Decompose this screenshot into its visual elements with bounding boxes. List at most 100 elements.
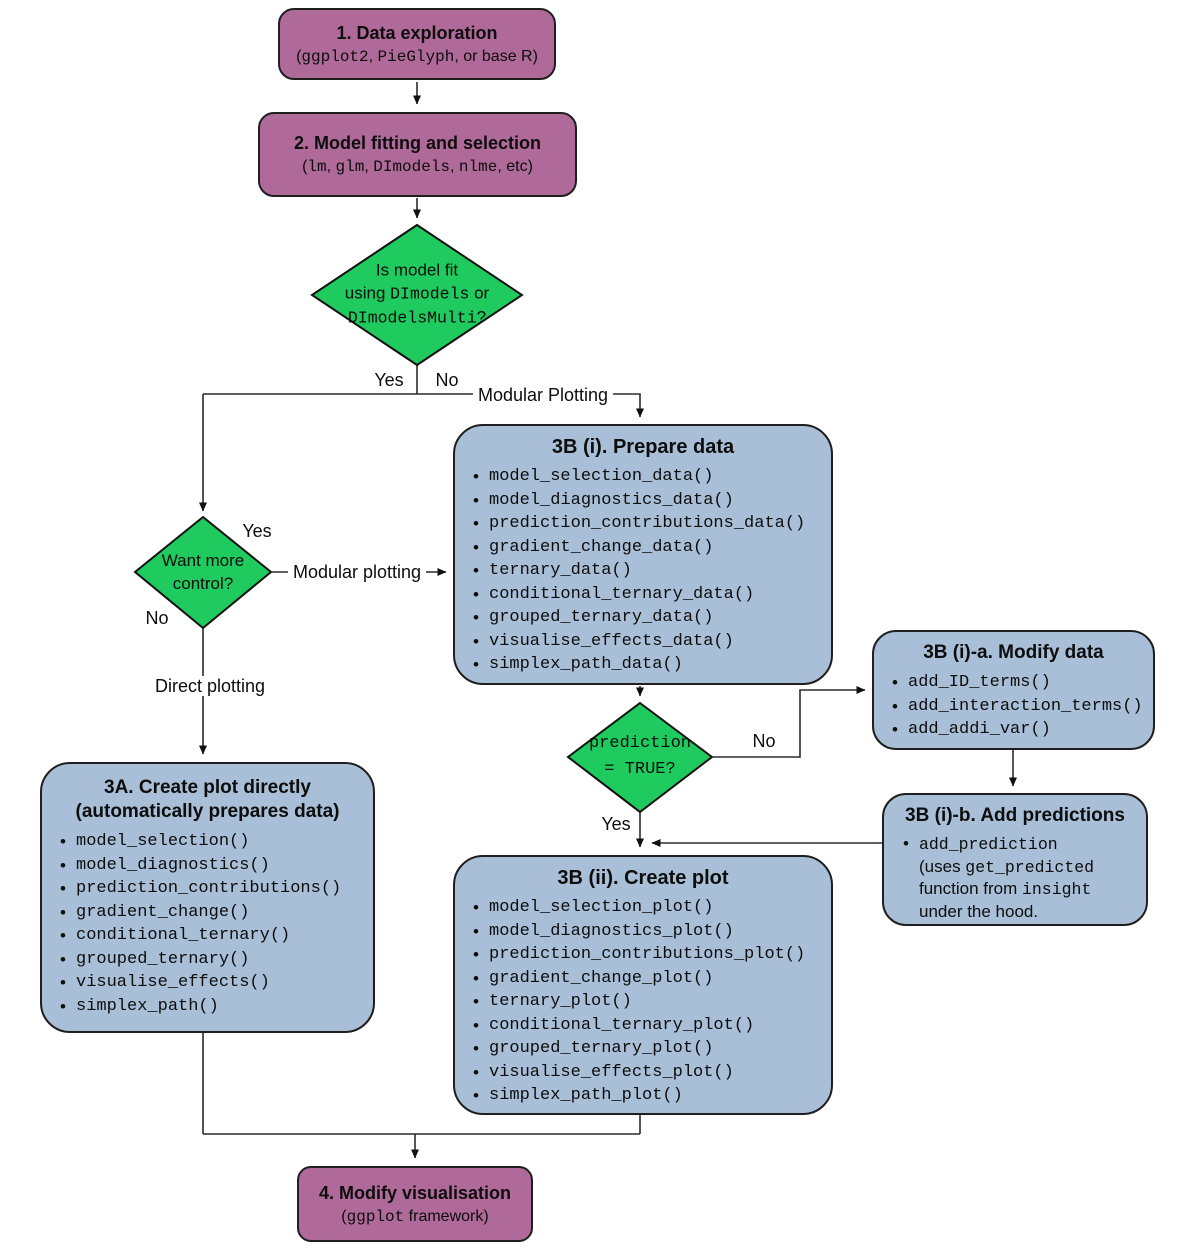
- edge-label-yes-top: Yes: [374, 370, 404, 390]
- function-list-item: model_diagnostics_plot(): [473, 920, 831, 944]
- edge-label-no-top: No: [435, 370, 459, 390]
- step4-title: 4. Modify visualisation: [318, 1182, 512, 1203]
- text-segment: ,: [450, 158, 459, 175]
- decision-prediction-shape: [566, 701, 714, 814]
- step2-box: 2. Model fitting and selection (lm, glm,…: [258, 112, 577, 197]
- function-list-item: prediction_contributions(): [60, 877, 373, 901]
- edge-label-no-prediction: No: [752, 731, 776, 751]
- function-list-item: prediction_contributions_plot(): [473, 943, 831, 967]
- function-list-item: add_addi_var(): [892, 718, 1153, 742]
- text-segment: ,: [368, 47, 378, 65]
- step1-subtitle: (ggplot2, PieGlyph, or base R): [296, 47, 538, 67]
- function-list-item: model_selection_plot(): [473, 896, 831, 920]
- function-list-item: conditional_ternary_plot(): [473, 1014, 831, 1038]
- code-segment: DImodelsMulti: [347, 308, 477, 328]
- step4-box: 4. Modify visualisation (ggplot framewor…: [297, 1166, 533, 1242]
- text-segment: (: [302, 158, 308, 175]
- text-line: function from insight: [905, 878, 1146, 901]
- code-segment: lm: [307, 158, 327, 176]
- code-segment: DImodels: [373, 158, 451, 176]
- decision-control-shape: [133, 515, 273, 630]
- step3b-ii-box: 3B (ii). Create plot model_selection_plo…: [453, 855, 833, 1115]
- function-list-item: model_selection(): [60, 830, 373, 854]
- function-list-item: visualise_effects_data(): [473, 630, 831, 654]
- function-list-item: model_selection_data(): [473, 465, 831, 489]
- function-list-item: add_prediction: [903, 833, 1146, 856]
- code-segment: insight: [1022, 880, 1092, 899]
- text-segment: or: [469, 283, 490, 303]
- text-segment: ?: [476, 307, 487, 327]
- function-list-item: model_diagnostics(): [60, 854, 373, 878]
- code-segment: add_prediction: [919, 835, 1058, 854]
- function-list-item: grouped_ternary(): [60, 948, 373, 972]
- step2-subtitle: (lm, glm, DImodels, nlme, etc): [302, 157, 533, 177]
- function-list-item: gradient_change(): [60, 901, 373, 925]
- step3b-i-function-list: model_selection_data()model_diagnostics_…: [473, 465, 831, 677]
- function-list-item: visualise_effects(): [60, 971, 373, 995]
- step3b-ii-title: 3B (ii). Create plot: [557, 867, 729, 889]
- function-list-item: simplex_path_plot(): [473, 1084, 831, 1108]
- code-segment: glm: [335, 158, 365, 176]
- step2-title: 2. Model fitting and selection: [293, 133, 542, 153]
- edge-label-yes-prediction: Yes: [601, 814, 631, 834]
- decision-line: Want more: [161, 551, 245, 570]
- decision-dimodels-shape: [310, 223, 524, 367]
- text-segment: ,: [364, 158, 374, 175]
- edge-label-yes-mid: Yes: [242, 521, 272, 541]
- function-list-item: simplex_path_data(): [473, 653, 831, 677]
- decision-line: Is model fit: [345, 259, 489, 282]
- function-list-item: visualise_effects_plot(): [473, 1061, 831, 1085]
- step3b-i-a-box: 3B (i)-a. Modify data add_ID_terms()add_…: [872, 630, 1155, 750]
- code-segment: DImodels: [390, 284, 470, 304]
- function-list-item: model_diagnostics_data(): [473, 489, 831, 513]
- decision-line: control?: [172, 574, 234, 593]
- text-segment: (uses: [919, 856, 966, 876]
- step3b-i-b-title: 3B (i)-b. Add predictions: [905, 805, 1125, 826]
- edge-label-modular-plotting-mid: Modular plotting: [287, 562, 427, 582]
- decision-prediction-text: prediction = TRUE?: [589, 731, 691, 783]
- text-segment: ,: [326, 158, 336, 175]
- step3a-title-line2: (automatically prepares data): [75, 801, 340, 822]
- step3b-i-box: 3B (i). Prepare data model_selection_dat…: [453, 424, 833, 685]
- text-segment: (: [296, 47, 302, 65]
- step3b-i-title: 3B (i). Prepare data: [551, 436, 735, 458]
- step3a-title-line1: 3A. Create plot directly: [104, 777, 311, 798]
- text-line: under the hood.: [905, 901, 1146, 923]
- step3b-i-a-function-list: add_ID_terms()add_interaction_terms()add…: [892, 671, 1153, 742]
- function-list-item: conditional_ternary(): [60, 924, 373, 948]
- function-list-item: prediction_contributions_data(): [473, 512, 831, 536]
- function-list-item: gradient_change_data(): [473, 536, 831, 560]
- step1-box: 1. Data exploration (ggplot2, PieGlyph, …: [278, 8, 556, 80]
- step3a-title: 3A. Create plot directly (automatically …: [42, 764, 373, 824]
- connector-no-modular-plotting: [203, 393, 644, 418]
- connector-decision3-modify-data: [713, 686, 866, 758]
- edge-label-direct-plotting: Direct plotting: [149, 676, 271, 696]
- step3b-i-b-body: add_prediction (uses get_predicted funct…: [903, 833, 1146, 923]
- text-segment: function from: [919, 879, 1022, 898]
- code-segment: get_predicted: [965, 857, 1095, 877]
- decision-line: using DImodels or: [345, 282, 489, 306]
- step3b-ii-function-list: model_selection_plot()model_diagnostics_…: [473, 896, 831, 1108]
- function-list-item: add_interaction_terms(): [892, 695, 1153, 719]
- text-segment: , etc): [497, 158, 533, 175]
- edge-label-no-mid: No: [145, 608, 169, 628]
- function-list-item: conditional_ternary_data(): [473, 583, 831, 607]
- step1-title: 1. Data exploration: [336, 22, 498, 43]
- decision-line: DImodelsMulti?: [345, 306, 489, 330]
- code-segment: nlme: [458, 158, 498, 176]
- text-segment: Is model fit: [375, 260, 459, 280]
- code-segment: PieGlyph: [377, 47, 455, 66]
- text-segment: framework): [404, 1207, 489, 1225]
- edge-label-modular-plotting-top: Modular Plotting: [472, 385, 614, 405]
- function-list-item: add_ID_terms(): [892, 671, 1153, 695]
- decision-dimodels-text: Is model fit using DImodels or DImodelsM…: [345, 259, 489, 330]
- function-list-item: ternary_plot(): [473, 990, 831, 1014]
- step3a-box: 3A. Create plot directly (automatically …: [40, 762, 375, 1033]
- text-segment: , or base R): [454, 47, 538, 65]
- function-list-item: grouped_ternary_plot(): [473, 1037, 831, 1061]
- decision-line: prediction: [588, 734, 692, 753]
- step4-subtitle: (ggplot framework): [341, 1207, 488, 1227]
- text-line: (uses get_predicted: [905, 856, 1146, 879]
- step3b-i-a-title: 3B (i)-a. Modify data: [923, 642, 1104, 663]
